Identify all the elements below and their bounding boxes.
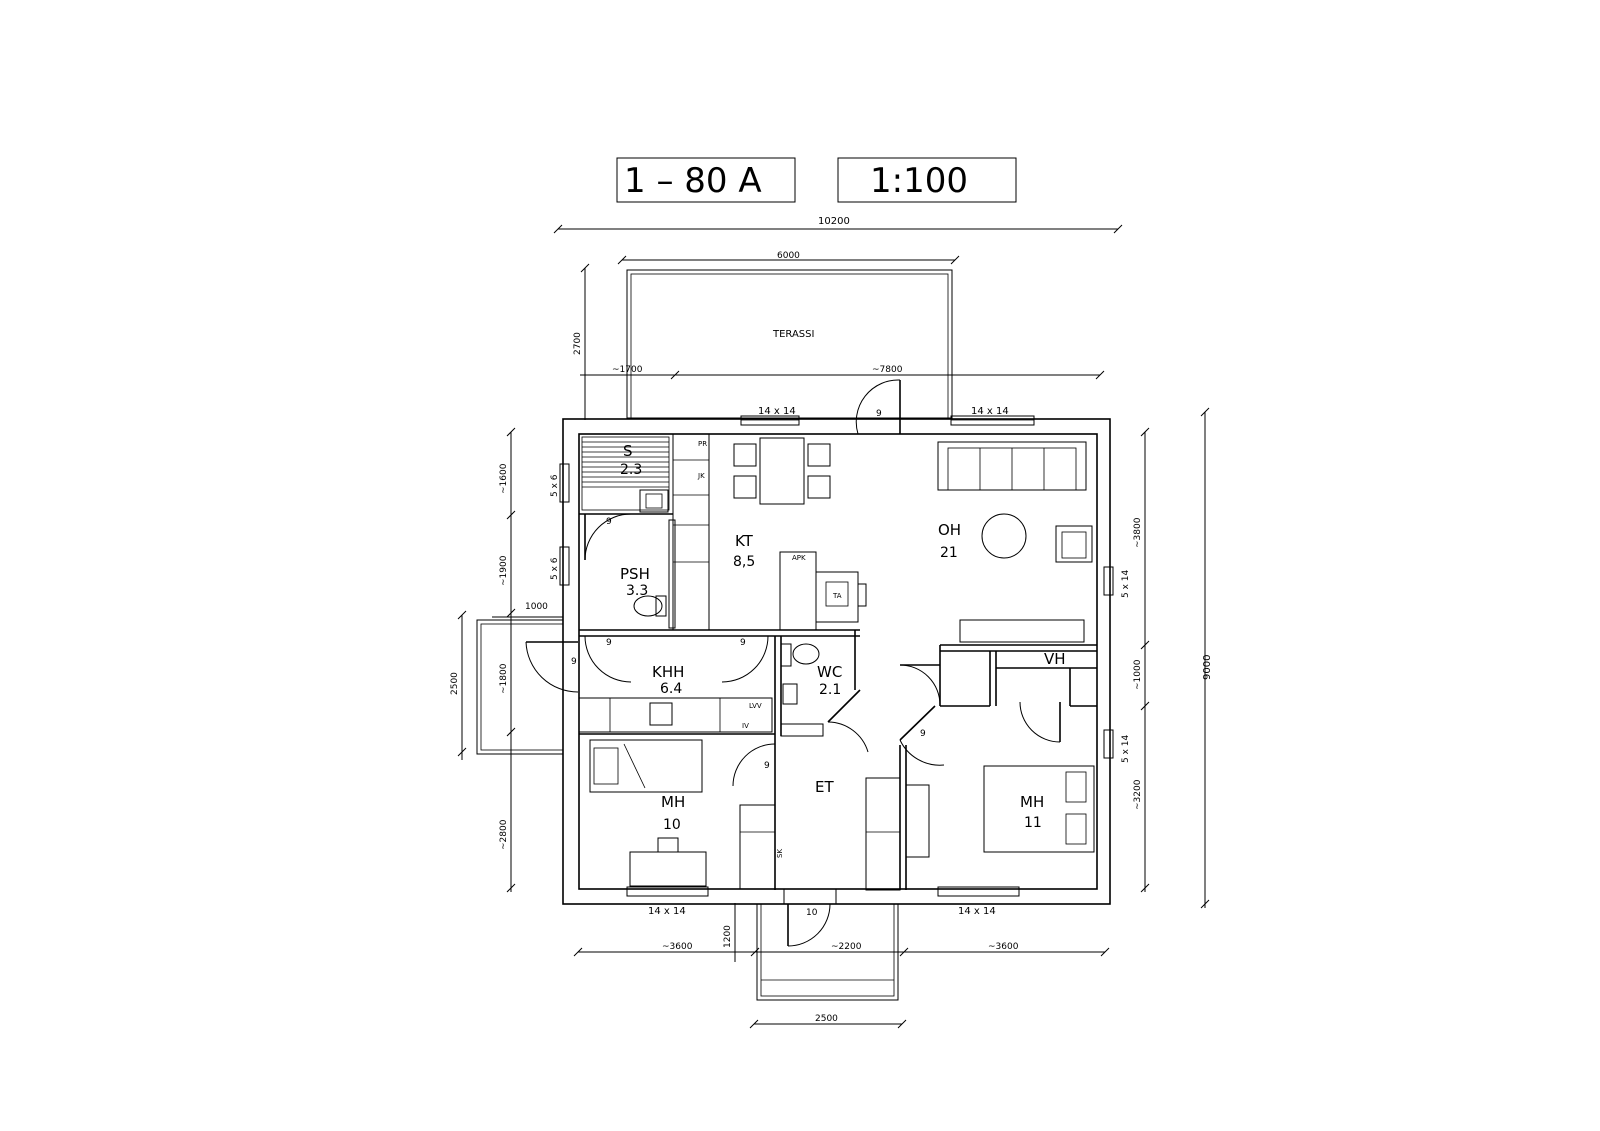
- bed-mh2: [983, 765, 1095, 853]
- svg-text:~1800: ~1800: [499, 663, 509, 694]
- room-area-wc: 2.1: [819, 682, 841, 698]
- room-label-vh: VH: [1044, 650, 1066, 668]
- svg-text:14 x 14: 14 x 14: [758, 406, 796, 417]
- svg-text:~3800: ~3800: [1133, 517, 1143, 548]
- outer-walls: [562, 418, 1111, 905]
- window-right-1: 5 x 14: [1103, 566, 1131, 599]
- svg-text:5 x 6: 5 x 6: [550, 557, 560, 580]
- sauna-benches: [581, 436, 670, 511]
- svg-text:10: 10: [806, 908, 818, 918]
- plan-scale: 1:100: [870, 161, 968, 201]
- svg-text:SK: SK: [776, 849, 784, 858]
- room-area-oh: 21: [940, 545, 958, 561]
- room-area-mh1: 10: [663, 817, 681, 833]
- svg-text:14 x 14: 14 x 14: [958, 906, 996, 917]
- svg-text:10200: 10200: [818, 216, 850, 227]
- dimension-total-width: 10200: [553, 216, 1123, 234]
- svg-text:9000: 9000: [1202, 655, 1213, 680]
- room-label-sauna: S: [623, 442, 633, 460]
- window-top-2: 14 x 14: [950, 406, 1035, 426]
- svg-text:5 x 14: 5 x 14: [1121, 570, 1131, 599]
- coffee-table: [981, 513, 1027, 559]
- window-bottom-1: 14 x 14: [626, 886, 709, 917]
- room-label-kt: KT: [735, 532, 754, 550]
- svg-text:9: 9: [876, 409, 882, 419]
- window-left-2: 5 x 6: [550, 546, 570, 586]
- tv-bench: [959, 619, 1085, 643]
- svg-text:9: 9: [920, 729, 926, 739]
- svg-text:PR: PR: [698, 440, 707, 448]
- entry-porch: 1200 2500: [723, 903, 907, 1029]
- svg-text:9: 9: [740, 638, 746, 648]
- window-bottom-2: 14 x 14: [937, 886, 1020, 917]
- room-area-mh2: 11: [1024, 815, 1042, 831]
- title-block: 1 – 80 A 1:100: [616, 157, 1017, 203]
- room-area-khh: 6.4: [660, 681, 682, 697]
- room-labels: S 2.3 PSH 3.3 KT 8,5 OH 21 KHH 6.4 WC 2.…: [620, 442, 1066, 833]
- room-label-mh1: MH: [661, 793, 685, 811]
- svg-text:~3600: ~3600: [988, 942, 1019, 952]
- window-right-2: 5 x 14: [1103, 729, 1131, 764]
- entry-door: 10: [783, 888, 837, 947]
- svg-text:~3200: ~3200: [1133, 779, 1143, 810]
- svg-text:~3600: ~3600: [662, 942, 693, 952]
- room-label-terassi: TERASSI: [772, 329, 814, 340]
- dimension-total-height: 9000: [1200, 407, 1213, 909]
- room-label-khh: KHH: [652, 663, 684, 681]
- interior-walls: [578, 433, 1097, 891]
- svg-text:~1600: ~1600: [499, 463, 509, 494]
- sofa: [937, 441, 1087, 491]
- bottom-dimension-chain: ~3600 ~2200 ~3600: [573, 942, 1110, 957]
- svg-text:2500: 2500: [450, 672, 460, 695]
- room-label-mh2: MH: [1020, 793, 1044, 811]
- svg-text:6000: 6000: [777, 251, 800, 261]
- armchair: [1055, 525, 1093, 563]
- room-area-psh: 3.3: [626, 583, 648, 599]
- svg-text:2500: 2500: [815, 1014, 838, 1024]
- svg-text:5 x 6: 5 x 6: [550, 474, 560, 497]
- svg-text:JK: JK: [697, 472, 705, 480]
- svg-text:~7800: ~7800: [872, 365, 903, 375]
- svg-text:TA: TA: [832, 592, 842, 600]
- svg-text:1200: 1200: [723, 925, 733, 948]
- room-label-psh: PSH: [620, 565, 650, 583]
- plan-code: 1 – 80 A: [624, 161, 762, 201]
- svg-text:9: 9: [606, 517, 612, 527]
- svg-text:9: 9: [764, 761, 770, 771]
- right-dimension-chain: ~3800 ~1000 ~3200: [1133, 427, 1150, 893]
- svg-text:~1900: ~1900: [499, 555, 509, 586]
- left-dimension-chain: ~1600 ~1900 ~1800 ~2800: [499, 427, 516, 893]
- terrace: 6000 TERASSI 2700 ~1700 ~7800: [573, 251, 1105, 420]
- terrace-door: 9: [855, 379, 901, 435]
- fixture-labels: PR JK APK TA LVV IV SK: [697, 440, 842, 858]
- svg-text:14 x 14: 14 x 14: [971, 406, 1009, 417]
- room-label-oh: OH: [938, 521, 961, 539]
- window-top-1: 14 x 14: [740, 406, 800, 426]
- svg-text:APK: APK: [792, 554, 806, 562]
- svg-text:2700: 2700: [573, 332, 583, 355]
- svg-text:IV: IV: [742, 722, 749, 730]
- desk-mh1: [629, 837, 707, 887]
- svg-text:9: 9: [571, 657, 577, 667]
- room-label-et: ET: [815, 778, 834, 796]
- bed-mh1: [589, 739, 703, 793]
- svg-text:9: 9: [606, 638, 612, 648]
- window-left-1: 5 x 6: [550, 463, 570, 503]
- svg-text:~1700: ~1700: [612, 365, 643, 375]
- svg-text:LVV: LVV: [749, 702, 762, 710]
- room-area-kt: 8,5: [733, 554, 755, 570]
- svg-text:~2200: ~2200: [831, 942, 862, 952]
- svg-text:14 x 14: 14 x 14: [648, 906, 686, 917]
- room-label-wc: WC: [817, 663, 842, 681]
- svg-text:5 x 14: 5 x 14: [1121, 735, 1131, 764]
- room-area-sauna: 2.3: [620, 462, 642, 478]
- interior-doors: 9 9 9 9 9: [584, 513, 1061, 787]
- dining-table: [733, 437, 831, 505]
- left-porch: 1000 2500 9: [450, 602, 579, 760]
- svg-text:1000: 1000: [525, 602, 548, 612]
- svg-text:~2800: ~2800: [499, 819, 509, 850]
- svg-text:~1000: ~1000: [1133, 659, 1143, 690]
